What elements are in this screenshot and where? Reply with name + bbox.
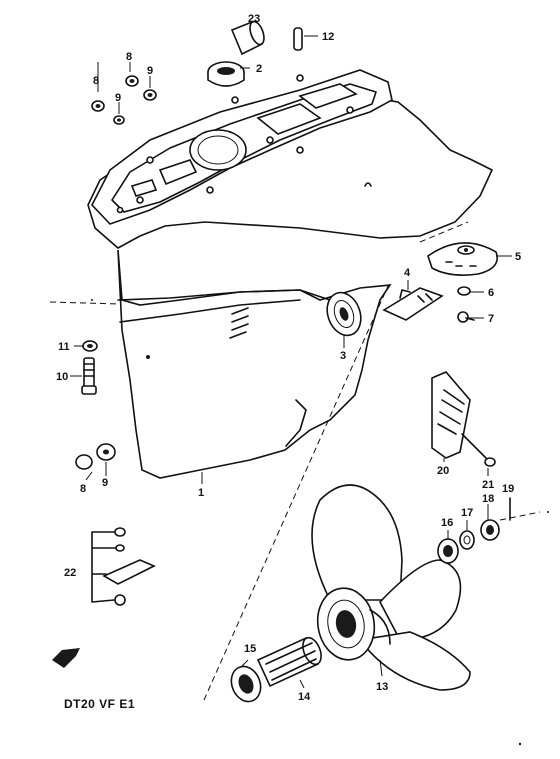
callout-13: 13: [376, 681, 388, 693]
bearing-part: [207, 61, 245, 87]
anode-part: [431, 371, 471, 459]
callout-16: 16: [441, 517, 453, 529]
center-lines: [49, 221, 541, 701]
callout-23: 23: [248, 13, 260, 25]
grommet-parts-bottom: [75, 443, 116, 470]
bushing-part: [256, 636, 322, 688]
callout-18: 18: [482, 493, 494, 505]
washer-left-part: [82, 340, 98, 352]
lower-bearing-part: [326, 291, 362, 337]
bolt-part: [457, 311, 475, 323]
grommet-parts-top: [91, 75, 157, 125]
callout-11: 11: [58, 341, 70, 353]
direction-arrow-icon: [52, 648, 80, 668]
callout-5: 5: [515, 251, 521, 263]
callout-7: 7: [488, 313, 494, 325]
callout-20: 20: [437, 465, 449, 477]
callout-4: 4: [404, 267, 411, 279]
water-inlet-part: [382, 287, 444, 321]
callout-8-top-left: 8: [93, 75, 99, 87]
callout-1: 1: [198, 487, 204, 499]
gear-case-part: [87, 69, 494, 479]
prop-nut-part: [480, 519, 500, 541]
long-bolt-part: [81, 357, 97, 395]
spacer-part: [437, 538, 459, 564]
callout-9-top-left: 9: [115, 92, 121, 104]
leader-lines: [70, 21, 512, 689]
callout-15: 15: [244, 643, 256, 655]
oil-seal-part: [230, 20, 265, 56]
model-code: DT20 VF E1: [64, 697, 135, 711]
callout-6: 6: [488, 287, 494, 299]
callout-12: 12: [322, 31, 334, 43]
callout-21: 21: [482, 479, 494, 491]
callout-17: 17: [461, 507, 473, 519]
callout-2: 2: [256, 63, 262, 75]
callout-9-top: 9: [147, 65, 153, 77]
propeller-part: [311, 484, 471, 691]
callout-10: 10: [56, 371, 68, 383]
washer-prop-part: [459, 530, 475, 550]
dowel-pin-part: [293, 27, 303, 51]
trim-tab-part: [427, 242, 498, 276]
callout-19: 19: [502, 483, 514, 495]
callout-9-bottom: 9: [102, 477, 108, 489]
callout-8-top: 8: [126, 51, 132, 63]
washer-part: [457, 286, 471, 296]
screw-part: [461, 433, 496, 467]
callout-22: 22: [64, 567, 76, 579]
callout-3: 3: [340, 350, 346, 362]
callout-14: 14: [298, 691, 311, 703]
callout-8-bottom: 8: [80, 483, 86, 495]
thrust-holder-part: [230, 665, 262, 703]
callout-labels: 1 2 3 4 5 6 7 8 8 8 9 9 9 10 11 12 13 14…: [56, 13, 521, 703]
plug-set-part: [91, 527, 156, 606]
